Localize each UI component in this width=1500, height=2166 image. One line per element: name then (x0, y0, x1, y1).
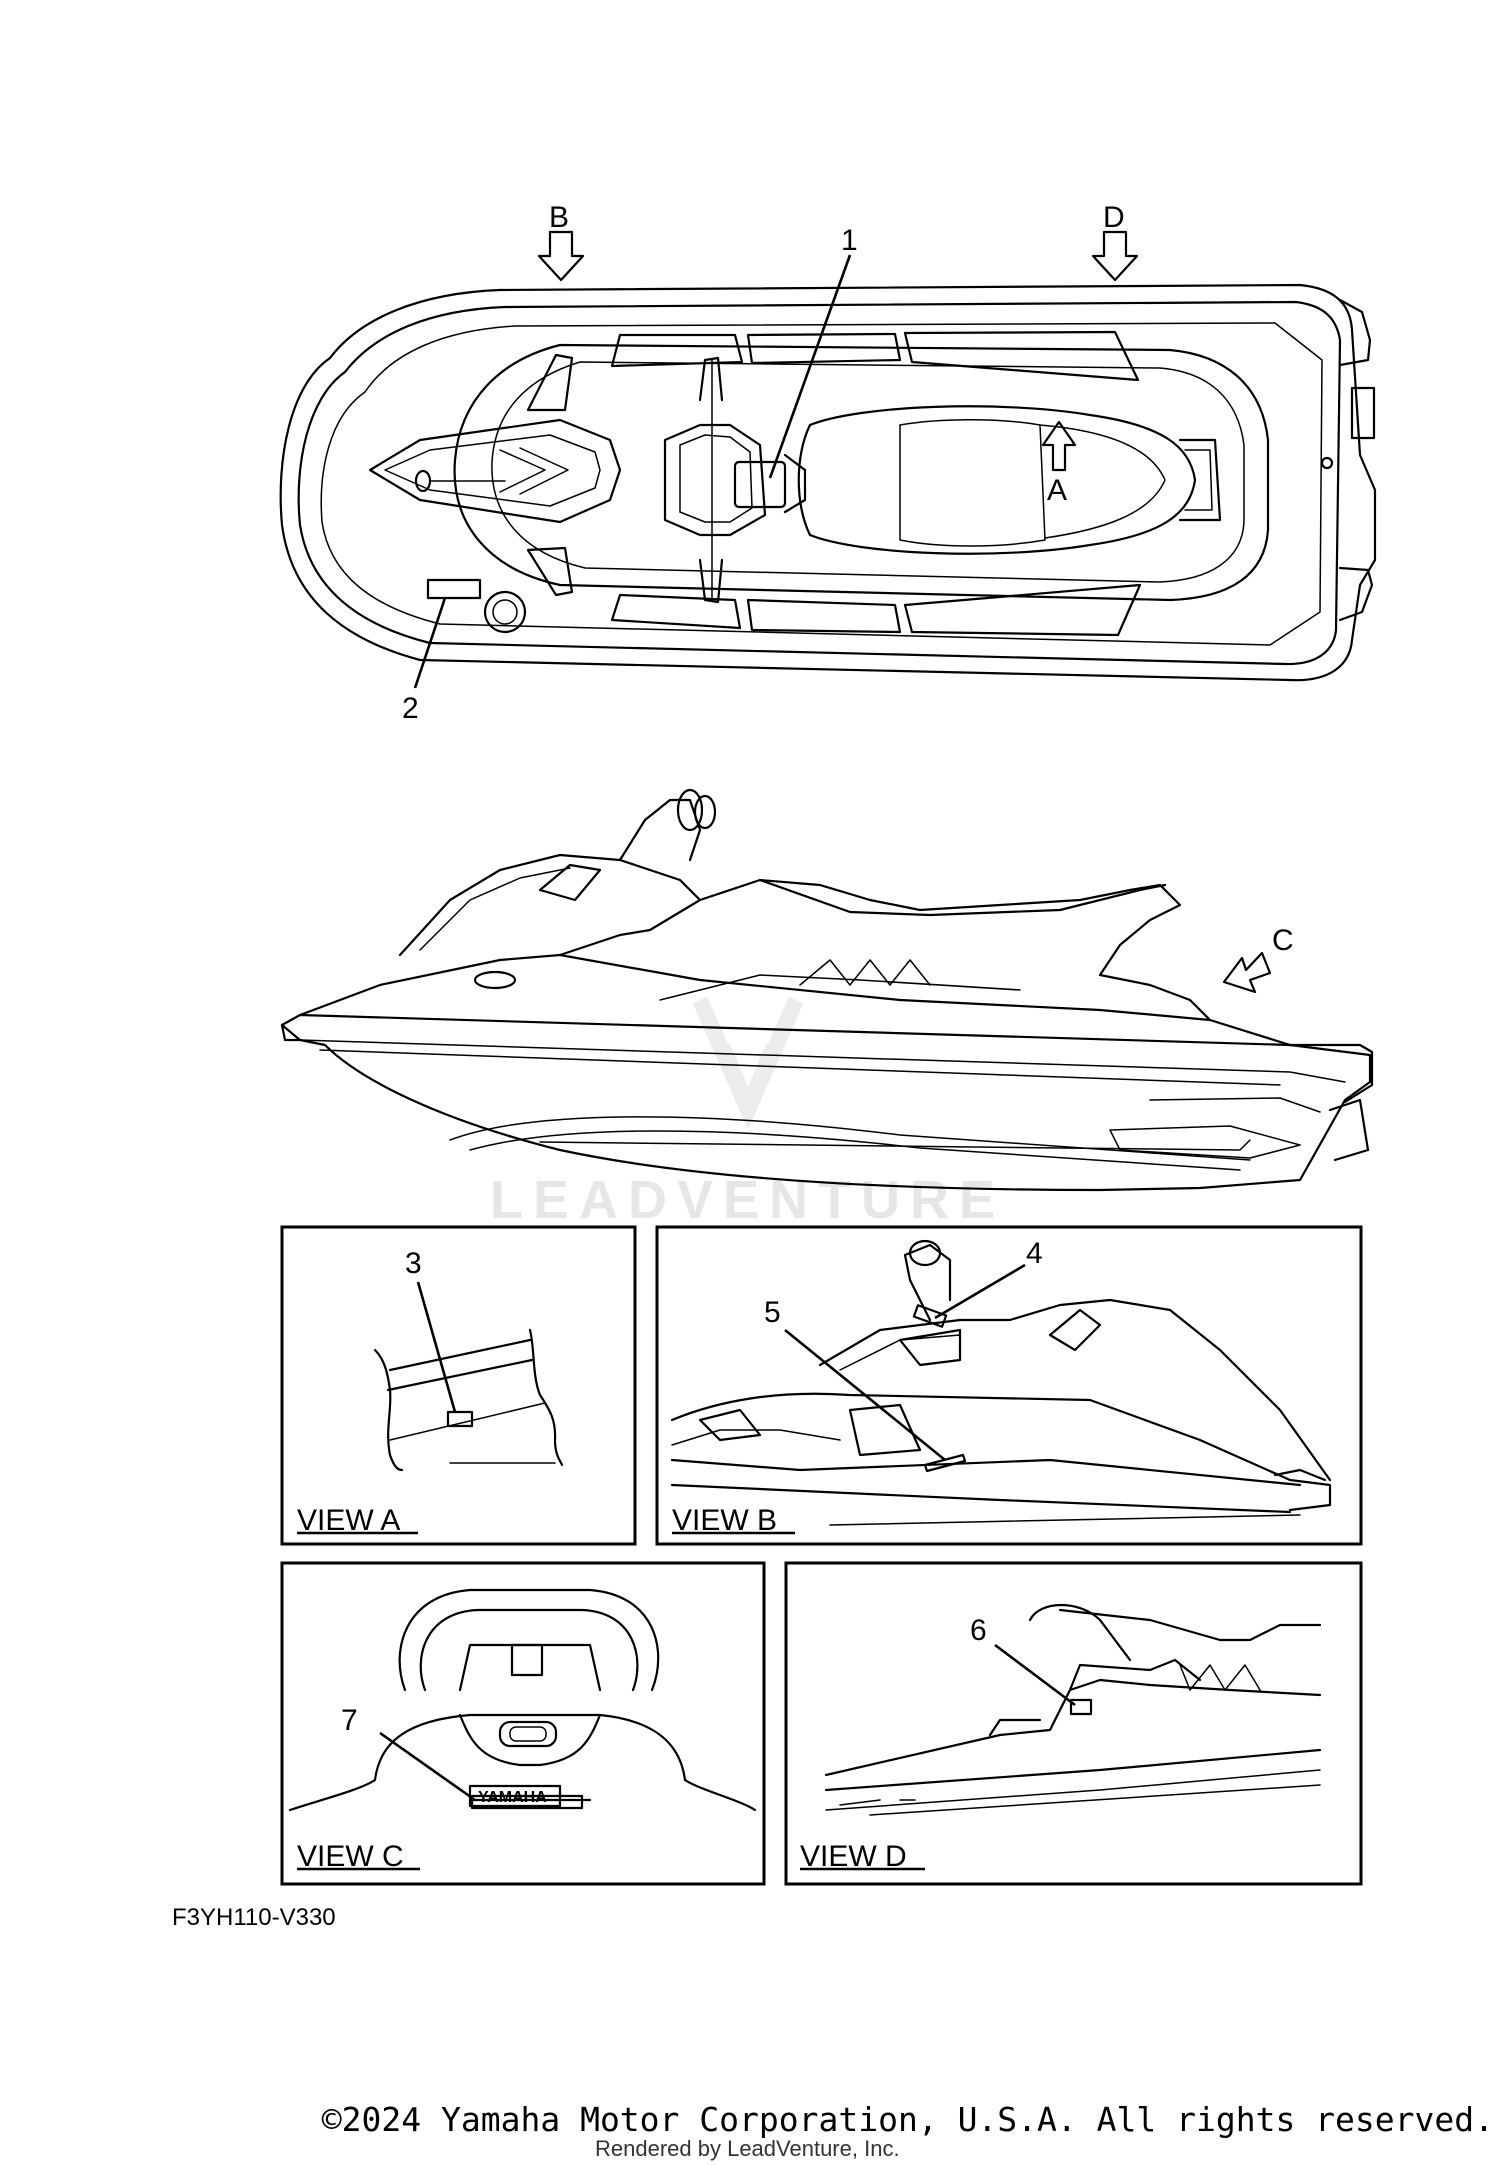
svg-text:B: B (549, 201, 569, 234)
watermark-logo (692, 996, 804, 1131)
view-d-panel: 6 VIEW D (784, 1561, 1363, 1886)
callout-2: 2 (402, 692, 419, 725)
callout-6: 6 (970, 1614, 987, 1647)
svg-text:D: D (1103, 201, 1125, 234)
callout-7: 7 (341, 1704, 358, 1737)
view-b-label: VIEW B (672, 1504, 777, 1537)
view-b-panel: 4 5 VIEW B (655, 1225, 1363, 1546)
svg-text:C: C (1272, 924, 1294, 957)
yamaha-badge-text: YAMAHA (478, 1789, 547, 1806)
side-view-drawing: LEADVENTURE (280, 788, 1374, 1230)
callout-5: 5 (764, 1296, 781, 1329)
view-arrow-b: B (537, 201, 585, 282)
top-view-drawing (279, 283, 1377, 682)
view-d-label: VIEW D (800, 1840, 907, 1873)
part-code: F3YH110-V330 (172, 1904, 336, 1931)
callout-1: 1 (841, 224, 858, 257)
rendered-by-notice: Rendered by LeadVenture, Inc. (595, 2136, 900, 2161)
view-arrow-c: C (1222, 924, 1294, 994)
svg-text:A: A (1047, 474, 1067, 507)
view-a-label: VIEW A (297, 1504, 400, 1537)
view-arrow-d: D (1091, 201, 1139, 282)
view-arrow-a: A (1041, 420, 1077, 507)
callout-4: 4 (1026, 1237, 1043, 1270)
watermark-text: LEADVENTURE (490, 1170, 1005, 1230)
view-a-panel: 3 VIEW A (280, 1225, 637, 1546)
callout-3: 3 (405, 1247, 422, 1280)
view-c-panel: YAMAHA 7 VIEW C (280, 1561, 766, 1886)
copyright-notice: ©2024 Yamaha Motor Corporation, U.S.A. A… (321, 2100, 1494, 2139)
view-c-label: VIEW C (297, 1840, 404, 1873)
